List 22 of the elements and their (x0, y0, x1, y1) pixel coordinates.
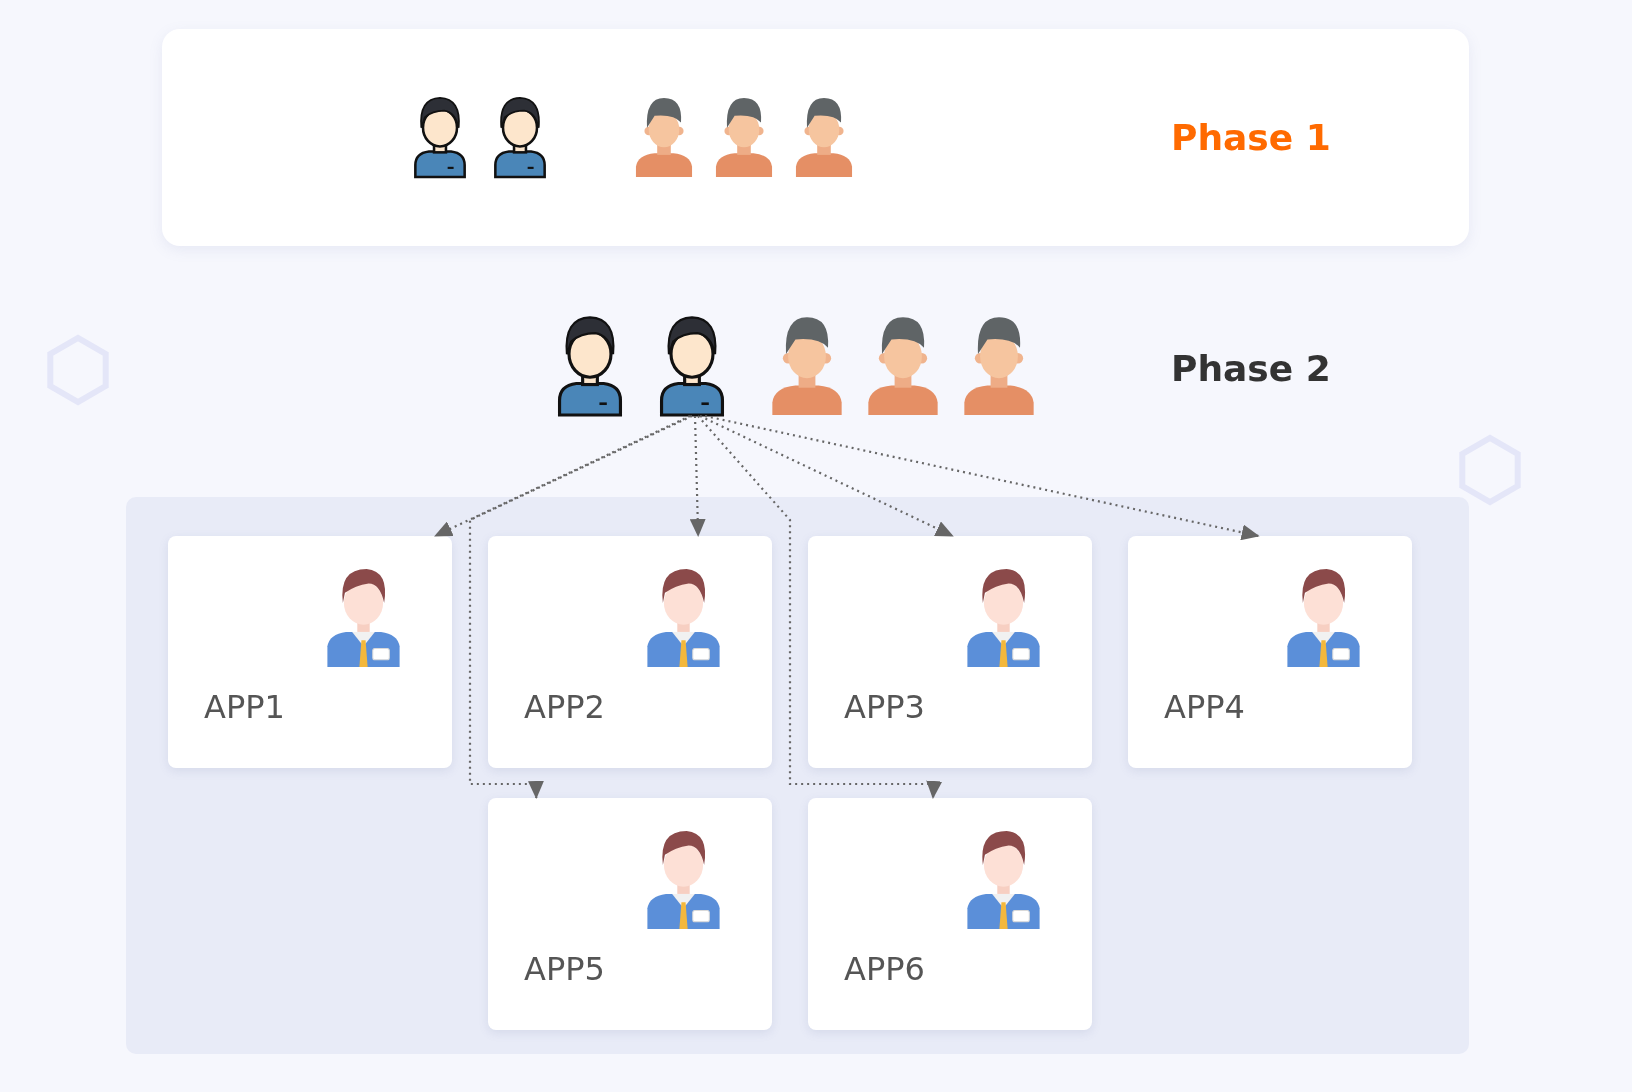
dotted-arrow (704, 414, 1260, 541)
phase-label: Phase 2 (1171, 348, 1331, 389)
app-label: APP3 (844, 688, 925, 726)
phase-card (162, 29, 1469, 246)
app-label: APP4 (1164, 688, 1245, 726)
app-card (1128, 536, 1412, 768)
app-label: APP1 (204, 688, 285, 726)
phase-label: Phase 1 (1171, 117, 1331, 158)
app-label: APP2 (524, 688, 605, 726)
app-card (488, 798, 772, 1030)
dotted-arrow (468, 415, 693, 799)
panel-background (126, 497, 1469, 1054)
app-card (808, 536, 1092, 768)
dotted-arrow (689, 415, 706, 537)
dotted-arrow (697, 415, 943, 799)
app-label: APP5 (524, 950, 605, 988)
app-card (488, 536, 772, 768)
dotted-arrow (699, 415, 954, 537)
app-label: APP6 (844, 950, 925, 988)
app-card (808, 798, 1092, 1030)
app-card (168, 536, 452, 768)
dotted-arrow (434, 415, 691, 537)
